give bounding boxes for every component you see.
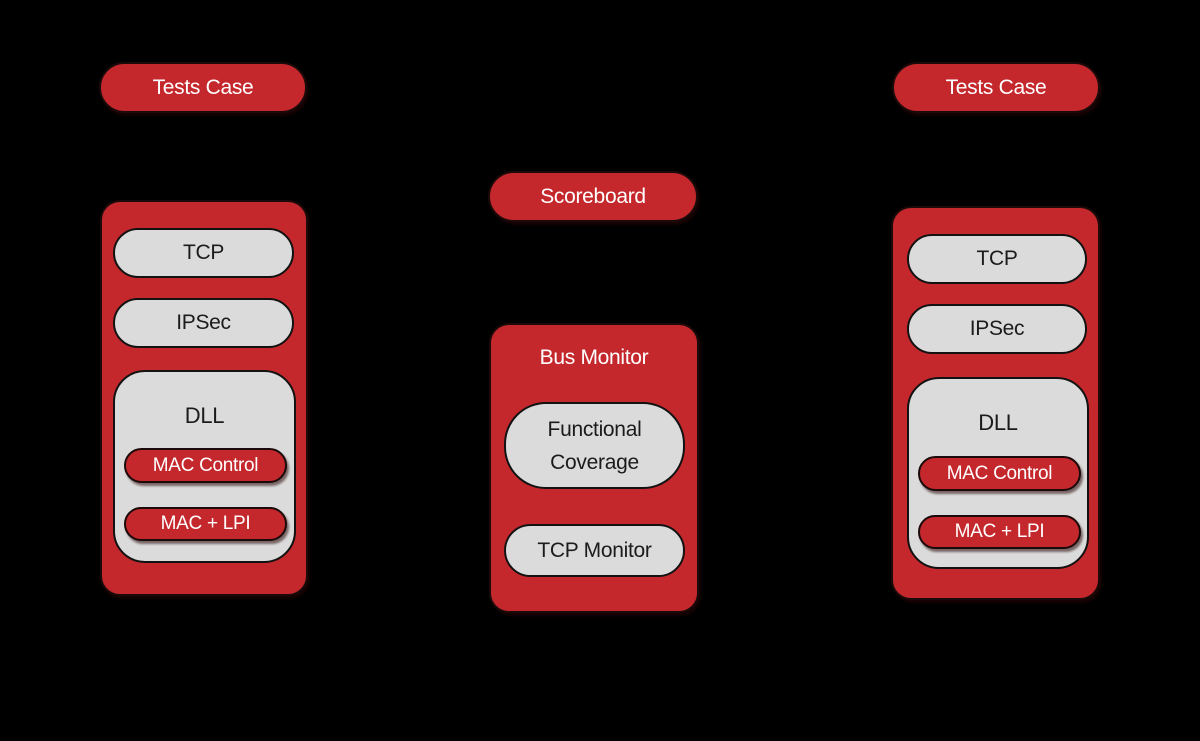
protocol-stack-box-right: TCP IPSec DLL MAC Control MAC + LPI (891, 206, 1100, 600)
ipsec-pill-left: IPSec (113, 298, 294, 348)
dll-box-left: DLL MAC Control MAC + LPI (113, 370, 296, 563)
ipsec-pill-right: IPSec (907, 304, 1087, 354)
bus-monitor-box: Bus Monitor Functional Coverage TCP Moni… (489, 323, 699, 613)
dll-label-right: DLL (978, 410, 1018, 435)
dll-box-right: DLL MAC Control MAC + LPI (907, 377, 1089, 569)
tcp-monitor-pill: TCP Monitor (504, 524, 685, 577)
tests-case-pill-right: Tests Case (892, 62, 1100, 113)
protocol-stack-box-left: TCP IPSec DLL MAC Control MAC + LPI (100, 200, 308, 596)
tcp-pill-right: TCP (907, 234, 1087, 284)
scoreboard-pill: Scoreboard (488, 171, 698, 222)
mac-control-pill-left: MAC Control (124, 448, 287, 483)
functional-coverage-label: Functional Coverage (547, 417, 642, 474)
mac-lpi-pill-left: MAC + LPI (124, 507, 287, 541)
mac-control-pill-right: MAC Control (918, 456, 1081, 491)
tests-case-pill-left: Tests Case (99, 62, 307, 113)
bus-monitor-label: Bus Monitor (539, 346, 649, 369)
functional-coverage-pill: Functional Coverage (504, 402, 685, 489)
dll-label-left: DLL (184, 403, 225, 428)
tcp-pill-left: TCP (113, 228, 294, 278)
mac-lpi-pill-right: MAC + LPI (918, 515, 1081, 549)
